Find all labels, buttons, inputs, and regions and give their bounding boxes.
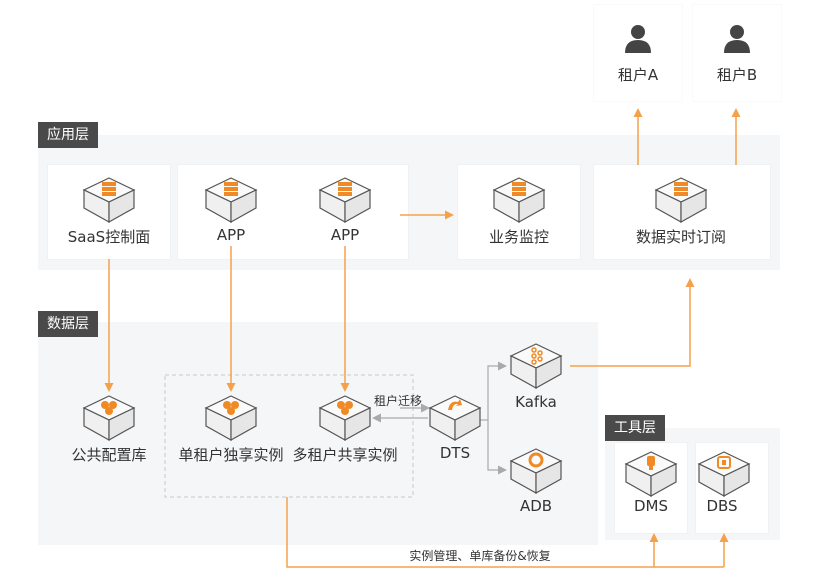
dms-cube-icon (624, 451, 678, 498)
migrate-label: 租户迁移 (373, 394, 423, 408)
subscribe-label: 数据实时订阅 (635, 228, 727, 246)
dms-label: DMS (633, 497, 669, 515)
server-cube-icon (654, 177, 708, 224)
public-db-label: 公共配置库 (71, 446, 147, 464)
tenant-b-label: 租户B (716, 66, 758, 84)
multi-tenant-label: 多租户共享实例 (292, 446, 398, 464)
server-cube-icon (318, 177, 372, 224)
app1-label: APP (216, 226, 246, 244)
database-cube-icon (204, 395, 258, 442)
dbs-label: DBS (706, 497, 738, 515)
server-cube-icon (204, 177, 258, 224)
manage-label: 实例管理、单库备份&恢复 (409, 549, 551, 563)
data-layer-tag: 数据层 (38, 311, 98, 337)
saas-label: SaaS控制面 (67, 228, 151, 246)
server-cube-icon (492, 177, 546, 224)
instances-dashed-box (164, 374, 414, 498)
user-icon (724, 25, 750, 53)
database-cube-icon (318, 395, 372, 442)
user-icon (625, 25, 651, 53)
tenant-a-label: 租户A (617, 66, 659, 84)
kafka-label: Kafka (515, 393, 557, 411)
adb-cube-icon (509, 448, 563, 495)
tool-layer-tag: 工具层 (605, 415, 665, 441)
app2-label: APP (330, 226, 360, 244)
adb-label: ADB (519, 497, 553, 515)
kafka-cube-icon (509, 343, 563, 390)
dbs-cube-icon (697, 451, 751, 498)
dts-cube-icon (428, 395, 482, 442)
database-cube-icon (82, 395, 136, 442)
data-layer-panel (38, 322, 598, 545)
single-tenant-label: 单租户独享实例 (178, 446, 284, 464)
monitor-label: 业务监控 (488, 228, 550, 246)
server-cube-icon (82, 177, 136, 224)
app-layer-tag: 应用层 (38, 122, 98, 148)
dts-label: DTS (439, 444, 471, 462)
